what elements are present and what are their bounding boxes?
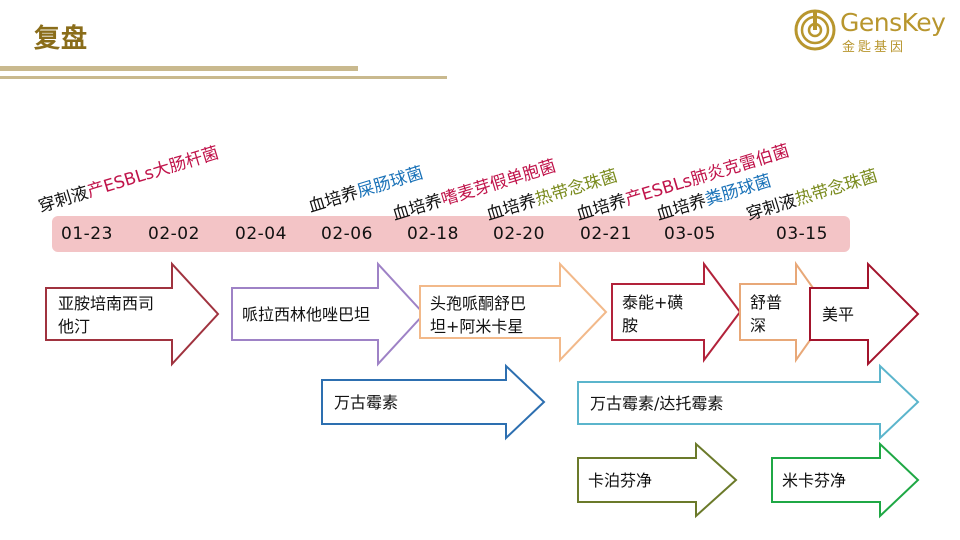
treatment-label: 万古霉素/达托霉素 bbox=[590, 394, 724, 413]
treatment-label: 万古霉素 bbox=[334, 393, 399, 412]
treatment-label: 哌拉西林他唑巴坦 bbox=[242, 305, 371, 324]
logo-name-cn: 金匙基因 bbox=[842, 40, 907, 55]
arrow-piperacillin bbox=[231, 261, 426, 367]
timeline-date: 02-02 bbox=[148, 224, 200, 244]
genskey-logo: GensKey 金匙基因 bbox=[794, 8, 954, 55]
timeline-date: 02-18 bbox=[407, 224, 459, 244]
treatment-label: 舒普深 bbox=[750, 293, 783, 335]
logo-name-en: GensKey bbox=[840, 8, 946, 37]
timeline-date: 02-20 bbox=[493, 224, 545, 244]
genskey-logo-icon bbox=[794, 9, 836, 51]
arrow-vancomycin-1 bbox=[321, 363, 546, 441]
timeline-date: 02-06 bbox=[321, 224, 373, 244]
timeline-date: 03-05 bbox=[664, 224, 716, 244]
timeline-bar bbox=[52, 216, 850, 252]
timeline-date: 02-04 bbox=[235, 224, 287, 244]
timeline-date: 01-23 bbox=[61, 224, 113, 244]
treatment-label: 泰能+磺胺 bbox=[622, 293, 684, 335]
page-title: 复盘 bbox=[34, 24, 89, 54]
treatment-label: 头孢哌酮舒巴坦+阿米卡星 bbox=[430, 294, 527, 336]
arrow-imipenem bbox=[45, 261, 220, 367]
arrow-cefoperazone bbox=[419, 261, 608, 363]
arrow-micafungin bbox=[771, 441, 920, 519]
treatment-label: 卡泊芬净 bbox=[588, 471, 653, 490]
treatment-label: 米卡芬净 bbox=[782, 471, 847, 490]
arrow-meropenem bbox=[809, 261, 920, 367]
arrow-vancomycin-2 bbox=[577, 363, 920, 441]
treatment-label: 美平 bbox=[822, 305, 855, 324]
title-underline-bottom bbox=[0, 76, 447, 79]
timeline-date: 03-15 bbox=[776, 224, 828, 244]
treatment-label: 亚胺培南西司他汀 bbox=[58, 294, 155, 336]
title-underline-top bbox=[0, 66, 358, 71]
timeline-date: 02-21 bbox=[580, 224, 632, 244]
arrow-caspofungin bbox=[577, 441, 738, 519]
arrow-tienam bbox=[611, 261, 742, 363]
